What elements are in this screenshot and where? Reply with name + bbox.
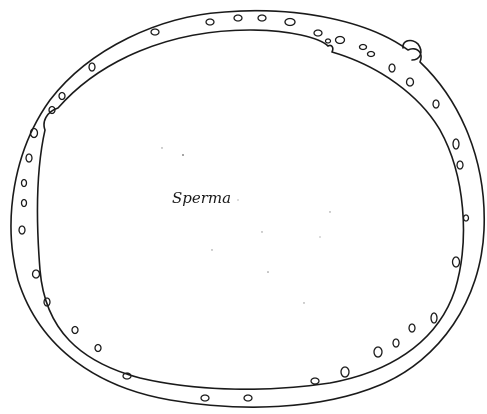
wall-cell — [368, 52, 375, 57]
wall-cell — [285, 19, 295, 26]
wall-cells — [19, 15, 469, 401]
wall-cell — [244, 395, 252, 401]
wall-cell — [311, 378, 319, 384]
wall-cell — [409, 324, 415, 332]
wall-cell — [33, 270, 40, 278]
wall-cell — [151, 29, 159, 35]
speck — [267, 271, 269, 273]
wall-cell — [374, 347, 382, 357]
cavity-specks — [161, 147, 330, 303]
sperma-label: Sperma — [172, 189, 231, 207]
wall-cell — [22, 180, 27, 187]
speck — [303, 302, 304, 303]
wall-cell — [314, 30, 322, 36]
wall-cell — [336, 37, 345, 44]
wall-cell — [22, 200, 27, 207]
speck — [182, 154, 184, 156]
wall-cell — [59, 93, 65, 100]
wall-cell — [389, 64, 395, 72]
wall-cell — [258, 15, 266, 21]
wall-cell — [234, 15, 242, 21]
wall-cell — [393, 339, 399, 347]
wall-cell — [326, 39, 331, 43]
wall-cell — [453, 257, 460, 267]
wall-cell — [464, 215, 469, 221]
wall-cell — [431, 313, 437, 323]
wall-cell — [26, 154, 32, 162]
speck — [329, 211, 330, 212]
speck — [261, 231, 262, 232]
wall-cell — [433, 100, 439, 108]
speck — [211, 249, 212, 250]
wall-cell — [201, 395, 209, 401]
wall-cell — [341, 367, 349, 377]
wall-cell — [95, 345, 101, 352]
speck — [319, 236, 320, 237]
wall-cell — [206, 19, 214, 25]
speck — [237, 199, 238, 200]
wall-cell — [360, 45, 367, 50]
wall-cell — [19, 226, 25, 234]
wall-cell — [89, 63, 95, 71]
wall-cell — [453, 139, 459, 149]
wall-cell — [457, 161, 463, 169]
inner-wall-outline — [37, 30, 463, 389]
wall-cell — [407, 78, 414, 86]
wall-cell — [72, 327, 78, 334]
speck — [161, 147, 162, 148]
